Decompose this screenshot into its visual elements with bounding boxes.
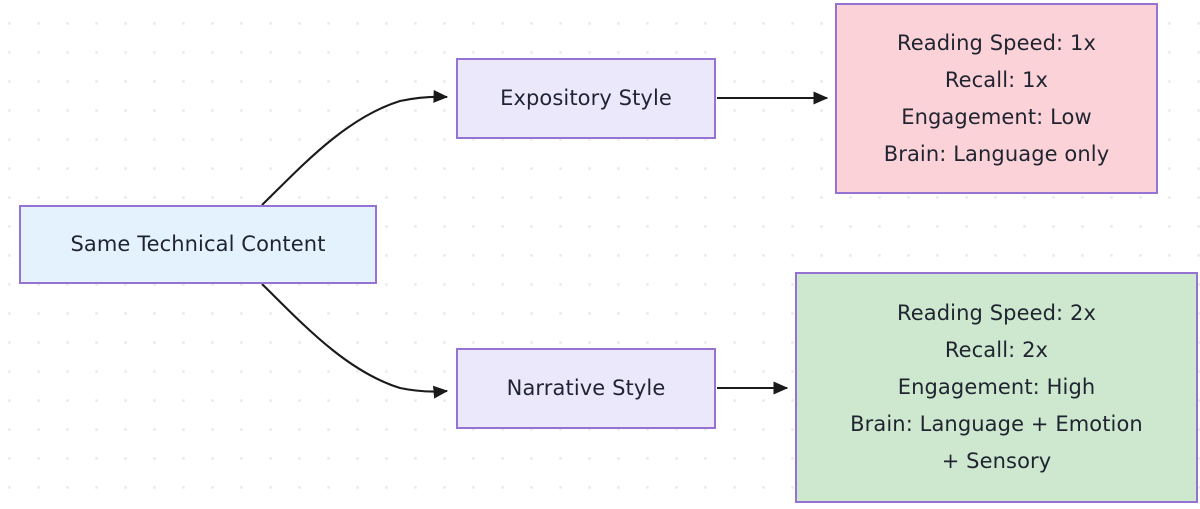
node-text-line: Recall: 1x [944,67,1049,92]
node-narrative-results[interactable]: Reading Speed: 2x Recall: 2x Engagement: H… [795,272,1198,503]
node-expository-results-lines: Reading Speed: 1x Recall: 1x Engagement: L… [837,25,1156,173]
node-text-line: Narrative Style [506,376,666,400]
node-text-line: Brain: Language only [883,141,1110,166]
node-expository-style[interactable]: Expository Style [456,58,716,139]
node-text-line: Reading Speed: 1x [897,30,1096,55]
node-text-line: + Sensory [941,449,1052,473]
node-expository-results[interactable]: Reading Speed: 1x Recall: 1x Engagement: L… [835,3,1158,194]
node-narrative-lines: Narrative Style [458,370,714,407]
node-expository-lines: Expository Style [458,80,714,117]
node-text-line: Same Technical Content [70,232,326,256]
node-text-line: Engagement: Low [901,104,1092,129]
node-text-line: Expository Style [500,86,672,110]
node-same-technical-content[interactable]: Same Technical Content [19,205,377,284]
edge-root-to-narrative [261,283,449,399]
node-root-lines: Same Technical Content [21,226,375,263]
node-text-line: Recall: 2x [944,338,1049,362]
node-narrative-style[interactable]: Narrative Style [456,348,716,429]
node-text-line: Reading Speed: 2x [897,301,1096,325]
node-text-line: Engagement: High [897,375,1096,399]
edge-root-to-expository [261,89,449,206]
node-narrative-results-lines: Reading Speed: 2x Recall: 2x Engagement: H… [797,295,1196,480]
node-text-line: Brain: Language + Emotion [850,412,1143,436]
